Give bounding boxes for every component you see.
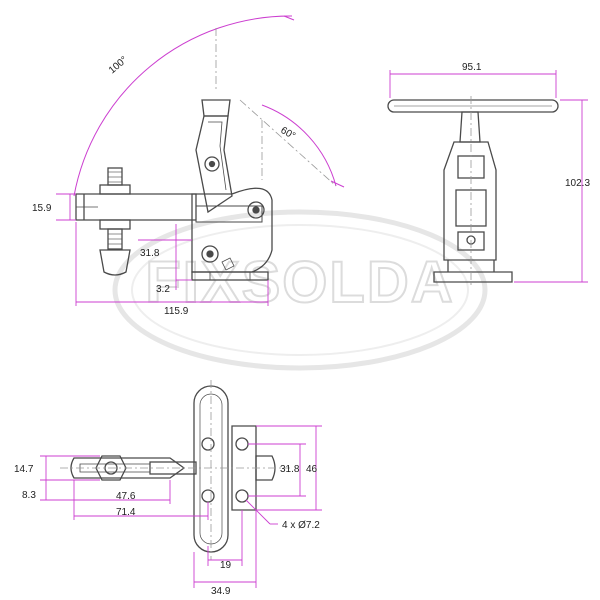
front-base — [433, 271, 513, 283]
pivot-lower-inner — [206, 250, 214, 258]
front-view-labels: 95.1 102.3 — [462, 62, 590, 189]
dim-71-4-label: 71.4 — [116, 507, 136, 518]
clamp-body — [191, 187, 273, 273]
dim-95-1-label: 95.1 — [462, 62, 482, 73]
dim-46-label: 46 — [306, 464, 318, 475]
clamp-base — [191, 271, 269, 281]
front-lever-stem — [459, 111, 481, 143]
top-base-tab — [255, 455, 276, 481]
watermark: FIXSOLDA — [112, 209, 488, 371]
open-handle-line — [239, 99, 337, 187]
dim-31-8-label: 31.8 — [140, 248, 160, 259]
dim-19-label: 19 — [220, 560, 232, 571]
spindle-bottom-nut — [99, 219, 131, 230]
top-mount-hole-1 — [201, 437, 215, 451]
front-body-frame — [443, 141, 497, 261]
angle-100-label: 100° — [107, 55, 130, 77]
front-view — [387, 70, 588, 288]
arc-end-tick-top — [283, 15, 295, 21]
hole-callout-label: 4 x Ø7.2 — [282, 520, 320, 531]
spindle-top-nut — [99, 184, 131, 195]
handle-grip — [201, 99, 231, 117]
dim-31-8-label-top: 31.8 — [280, 464, 300, 475]
handle-lever-inner — [208, 121, 227, 191]
top-mount-hole-3 — [201, 489, 215, 503]
top-arm-neck — [149, 461, 197, 475]
swing-arc-100 — [73, 15, 293, 197]
watermark-ellipse-outer — [112, 209, 488, 371]
stop-pin — [221, 257, 235, 271]
spindle-thread-top — [107, 167, 123, 186]
hole-callout-leader — [245, 499, 271, 525]
pivot-main — [247, 201, 265, 219]
dim-14-7-label: 14.7 — [14, 464, 34, 475]
pivot-upper — [204, 156, 220, 172]
dim-102-3-label: 102.3 — [565, 178, 590, 189]
dim-34-9-label: 34.9 — [211, 586, 231, 597]
link-plate — [195, 205, 263, 223]
pivot-lower — [201, 245, 219, 263]
angle-60-label: 60° — [279, 125, 298, 142]
dim-47-6-label: 47.6 — [116, 491, 136, 502]
spindle-rubber-tip — [99, 249, 131, 276]
dim-8-3-label: 8.3 — [22, 490, 36, 501]
top-view-labels: 14.7 8.3 47.6 71.4 31.8 46 4 x Ø7.2 19 3… — [14, 464, 320, 597]
dim-15-9-label: 15.9 — [32, 203, 52, 214]
top-view — [40, 380, 322, 588]
dim-115-9-label: 115.9 — [164, 306, 189, 317]
dim-3-2-label: 3.2 — [156, 284, 170, 295]
swing-arc-60 — [261, 104, 337, 187]
top-mount-hole-2 — [235, 437, 249, 451]
top-arm — [70, 457, 186, 479]
pivot-upper-inner — [208, 160, 216, 168]
handle-lever — [195, 115, 233, 214]
watermark-text: FIXSOLDA — [145, 250, 454, 315]
watermark-ellipse-inner — [131, 224, 469, 356]
arc-end-tick — [330, 180, 345, 188]
side-view — [56, 15, 345, 306]
pivot-main-inner — [252, 206, 260, 214]
